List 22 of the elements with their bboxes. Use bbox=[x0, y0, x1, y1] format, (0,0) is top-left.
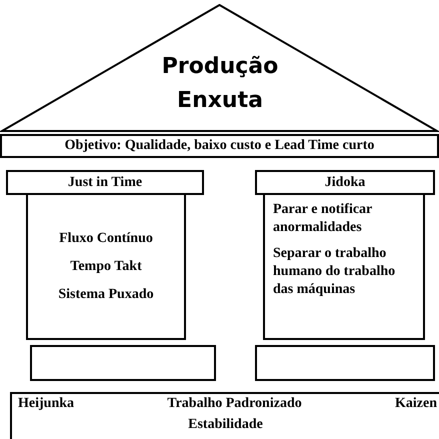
pillar-column bbox=[26, 195, 186, 340]
roof-triangle bbox=[0, 4, 439, 132]
pillar-item: Tempo Takt bbox=[69, 258, 143, 276]
pillar-header bbox=[255, 170, 435, 195]
goal-text: Objetivo: Qualidade, baixo custo e Lead Time curto bbox=[64, 138, 374, 154]
pillar-item: Separar o trabalho humano do trabalho das máquinas bbox=[273, 245, 396, 299]
pillar-column bbox=[263, 195, 425, 340]
foundation-item: Kaizen bbox=[395, 396, 437, 412]
goal-band bbox=[0, 134, 439, 158]
foundation-item: Heijunka bbox=[18, 396, 74, 412]
pillar-title: Jidoka bbox=[324, 174, 366, 190]
pillar-title: Just in Time bbox=[68, 174, 142, 190]
pillar-item: Parar e notificar anormalidades bbox=[273, 201, 374, 237]
roof-title: Produção Enxuta bbox=[160, 53, 280, 115]
foundation-item: Trabalho Padronizado bbox=[167, 396, 302, 412]
pillar-base bbox=[255, 345, 435, 381]
pillar-item: Sistema Puxado bbox=[57, 286, 155, 304]
pillar-base bbox=[30, 345, 216, 381]
pillar-header bbox=[6, 170, 204, 195]
foundation-band bbox=[10, 392, 439, 439]
pillar-item: Fluxo Contínuo bbox=[58, 230, 154, 248]
foundation-title: Estabilidade bbox=[187, 417, 264, 433]
